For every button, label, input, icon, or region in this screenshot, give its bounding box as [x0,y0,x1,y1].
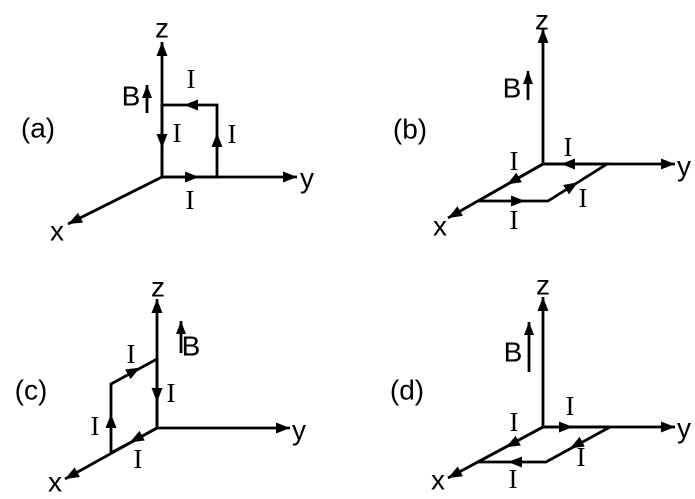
panel-b-axis-z-arrowhead-icon [537,29,549,43]
panel-d-current-arrow-icon-1 [559,421,573,433]
panel-d-current-label-2: I [510,407,519,437]
panel-a-current-arrow-icon-3 [184,99,198,111]
panel-b-axis-y-arrowhead-icon [661,158,675,170]
panel-b-field-arrowhead-icon [523,71,533,84]
panel-d-caption: (d) [390,375,424,406]
panel-a-axis-z-label: z [155,13,169,44]
panel-a-current-arrow-icon-4 [156,134,168,148]
panel-c-caption: (c) [15,375,48,406]
panel-c-current-label-4: I [127,339,136,369]
panel-a-axis-z-arrowhead-icon [156,42,168,56]
panel-c-current-label-2: I [134,444,143,474]
panel-a-current-label-2: I [228,119,237,149]
panel-c-axis-x-label: x [48,467,62,498]
panel-c-axis-z-arrowhead-icon [151,299,163,313]
panel-b-current-label-1: I [564,132,573,162]
panel-a-field-label: B [122,81,141,112]
panel-b-axis-y-label: y [677,151,691,182]
panel-c-axis-z-label: z [151,272,165,303]
panel-b-current-label-2: I [510,146,519,176]
panel-c-current-loop [109,356,159,456]
panel-d-axis-z-arrowhead-icon [537,297,549,311]
panel-d-current-arrow-icon-2 [505,435,521,448]
panel-b-current-label-3: I [510,205,519,235]
panel-b-current-label-4: I [579,183,588,213]
panel-b-current-arrow-icon-3 [511,195,525,207]
panel-c-field-arrowhead-icon [176,321,186,334]
panel-a-field-arrowhead-icon [142,85,152,98]
panel-c-current-arrow-icon-1 [151,388,163,402]
panel-d-field-arrowhead-icon [524,322,534,335]
panel-c-axis-y-arrowhead-icon [276,422,290,434]
panel-c-current-arrow-icon-4 [125,367,141,380]
panel-c-axis-y-label: y [292,415,306,446]
panel-b-current-loop [472,162,612,203]
panel-b-field-label: B [503,73,522,104]
panel-a-current-loop [160,103,219,179]
panel-a-axis-y-label: y [300,163,314,194]
panel-c-current-label-3: I [91,411,100,441]
panel-a-axis-x [67,175,163,226]
panel-d-axis-y-label: y [677,413,691,444]
panel-a-current-arrow-icon-1 [185,171,199,183]
panel-c-current-label-1: I [167,378,176,408]
panel-b-current-arrow-icon-1 [561,158,575,170]
panel-a-current-label-3: I [173,118,182,148]
panel-d-current-arrow-icon-3 [508,456,522,468]
panel-c-field-label: B [182,331,201,362]
panel-d-axis-z-label: z [536,270,550,301]
panel-a-current-label-1: I [186,185,195,215]
panel-d-field-label: B [504,337,523,368]
panel-d-axis-x-label: x [431,465,445,496]
panel-a-axis-y-arrowhead-icon [283,171,297,183]
panel-a-axis-x-label: x [50,216,64,247]
panel-c-current-arrow-icon-3 [105,414,117,428]
panel-b-axis-x-label: x [433,211,447,242]
panel-d-current-label-1: I [566,391,575,421]
panel-b-current-arrow-icon-4 [563,182,578,195]
panel-d-axis-x-arrowhead-icon [448,466,463,478]
panel-b-axis-z-label: z [535,5,549,36]
panel-d-current-arrow-icon-4 [569,436,585,449]
panel-a-current-arrow-icon-2 [211,133,223,147]
panel-d-current-label-3: I [509,464,518,494]
panel-a-axis-x-arrowhead-icon [68,212,83,224]
panel-d-current-label-4: I [577,442,586,472]
panel-b-current-arrow-icon-2 [506,172,522,185]
panel-a-current-label-4: I [187,64,196,94]
panel-b-caption: (b) [393,114,427,145]
panel-d-axis-y-arrowhead-icon [661,421,675,433]
panel-c-axis-x-arrowhead-icon [65,467,80,479]
panel-d-current-loop [477,425,611,464]
panel-b-axis-x-arrowhead-icon [448,206,463,218]
panel-a-caption: (a) [21,113,55,144]
panel-c-current-arrow-icon-2 [129,430,145,443]
